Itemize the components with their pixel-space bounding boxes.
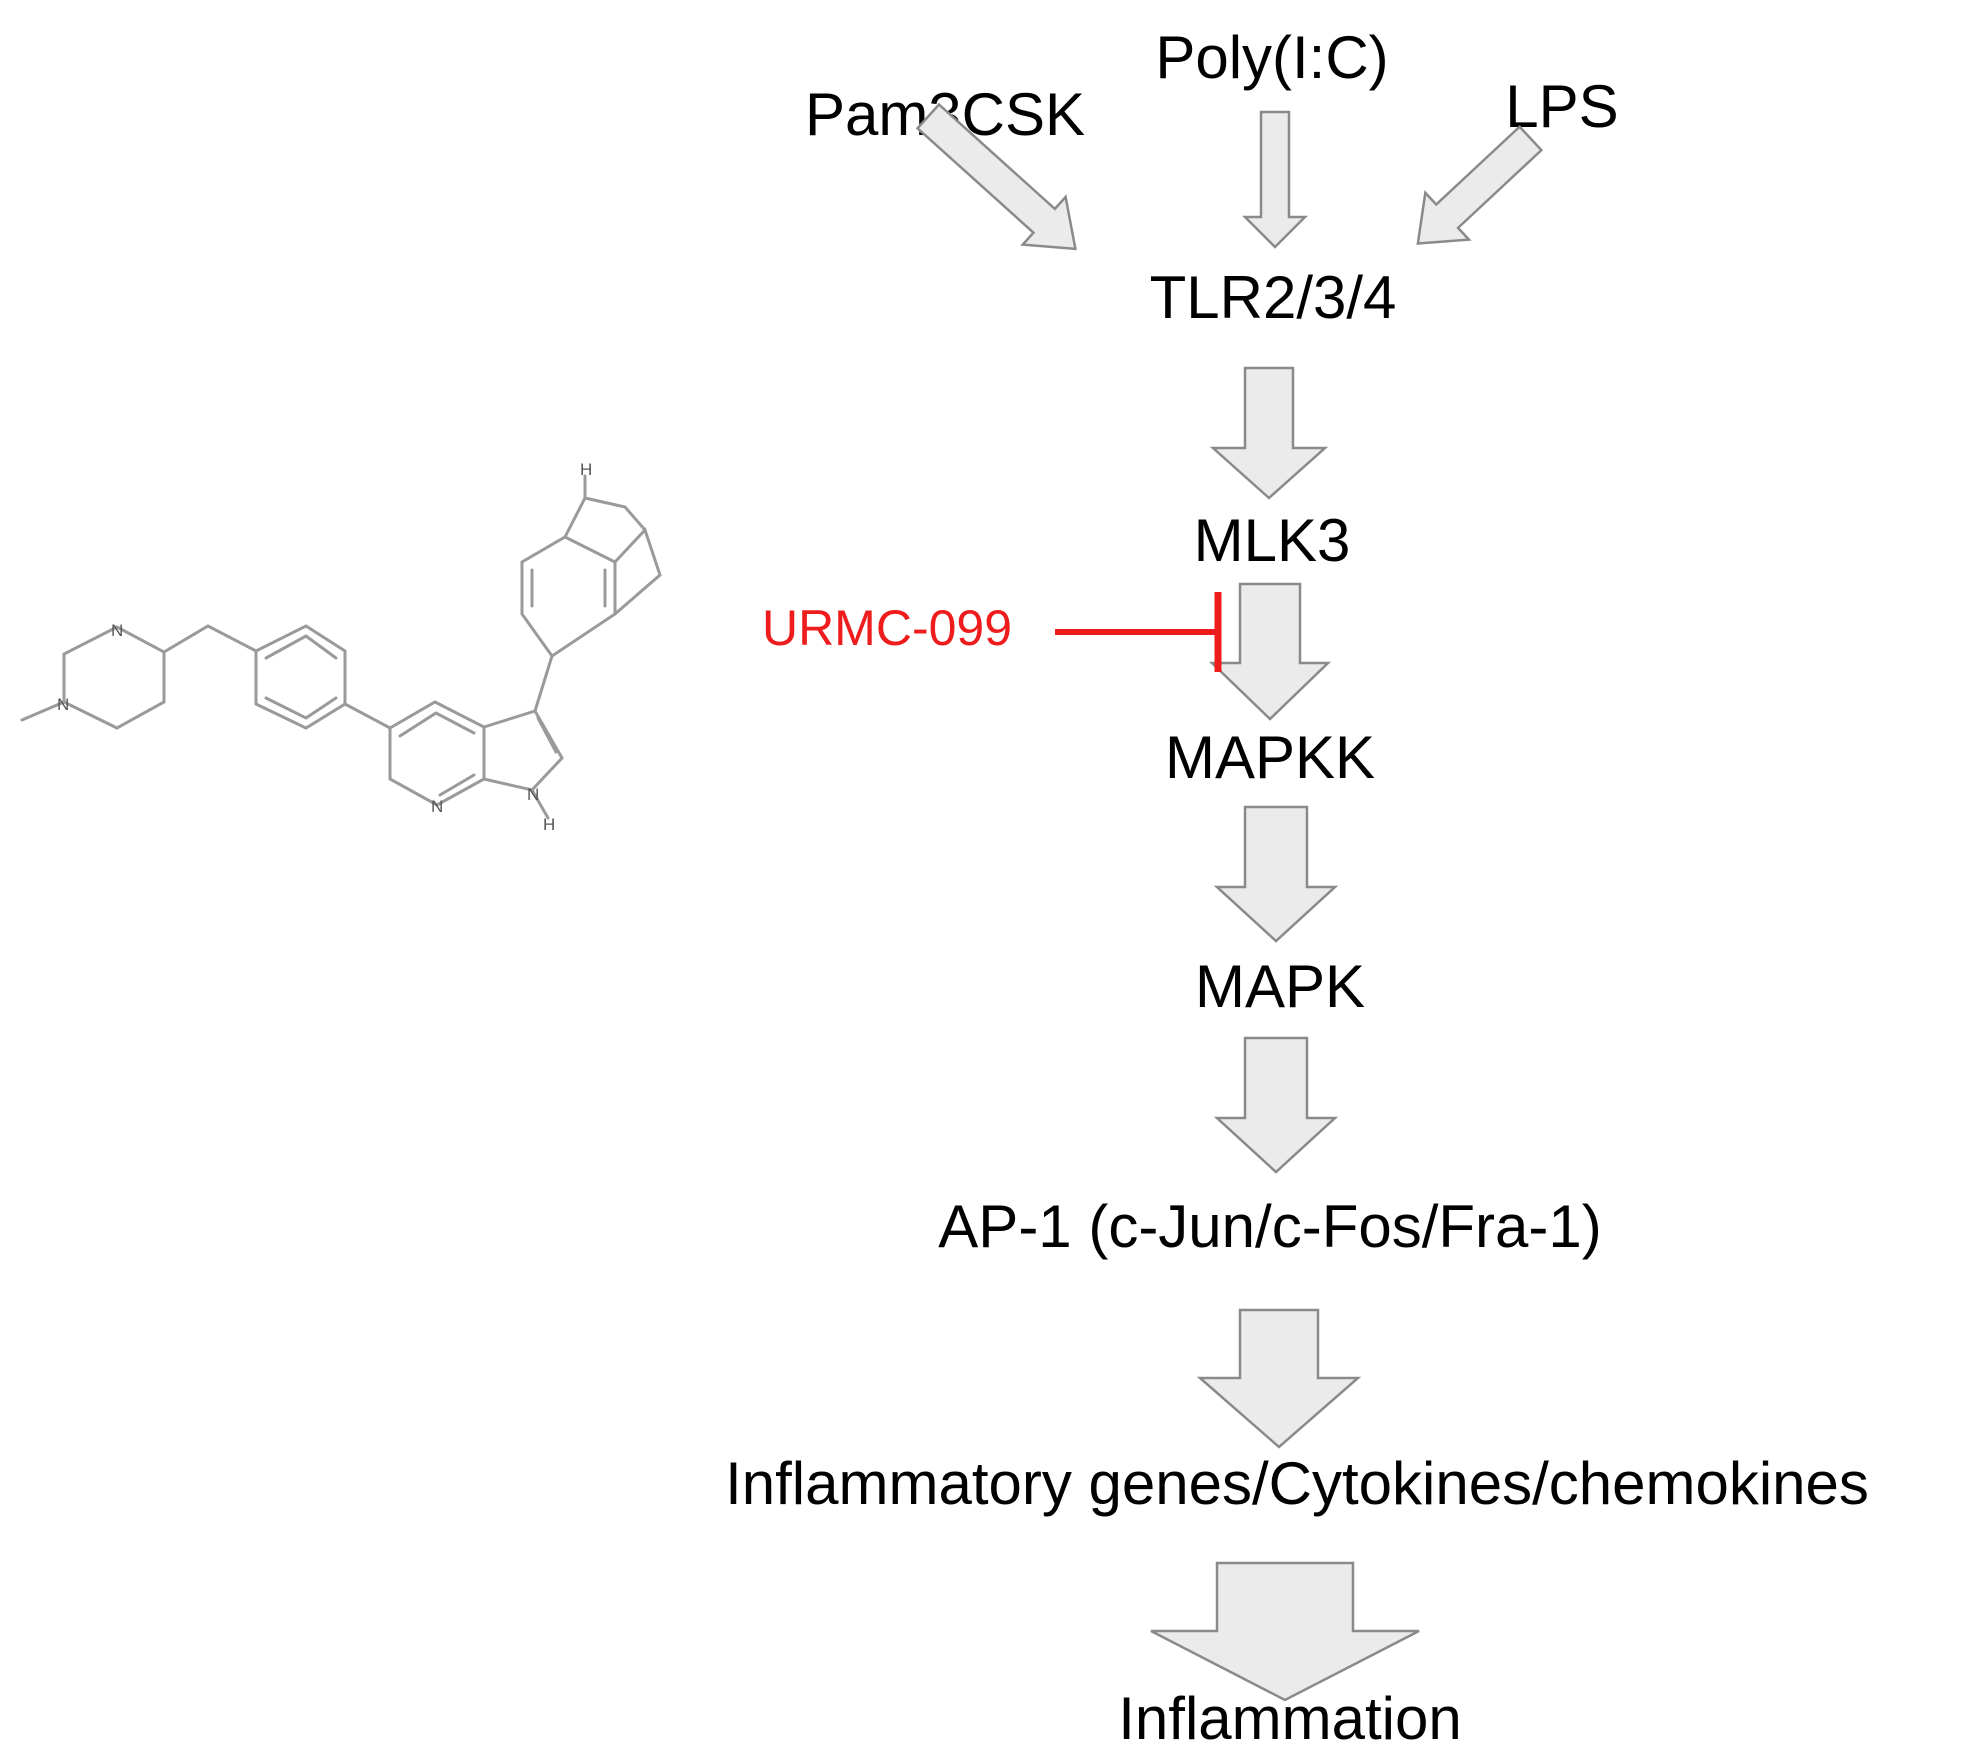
label-tlr: TLR2/3/4 — [1150, 264, 1397, 331]
inhibition-bar-icon — [1055, 592, 1222, 672]
atom-label: N — [431, 797, 443, 816]
label-poly-ic: Poly(I:C) — [1155, 24, 1388, 91]
label-urmc-099: URMC-099 — [762, 600, 1012, 656]
arrow-ap1-to-genes — [1196, 1308, 1362, 1449]
arrow-genes-to-inflammation — [1150, 1561, 1420, 1702]
label-mapkk: MAPKK — [1165, 724, 1375, 791]
arrow-lps-to-tlr — [1416, 124, 1544, 245]
arrow-mlk3-to-mapkk — [1208, 582, 1332, 721]
atom-label: H — [543, 815, 555, 834]
arrow-mapkk-to-mapk — [1213, 805, 1339, 943]
arrow-pam3csk-to-tlr — [915, 102, 1077, 251]
arrow-polyic-to-tlr — [1241, 110, 1309, 249]
atom-label: N — [57, 695, 69, 714]
urmc-099-molecule-structure: N N N N H H — [20, 460, 662, 834]
label-mapk: MAPK — [1195, 953, 1365, 1020]
label-inflammation: Inflammation — [1118, 1685, 1461, 1752]
label-lps: LPS — [1505, 73, 1618, 140]
label-inflammatory-genes: Inflammatory genes/Cytokines/chemokines — [725, 1450, 1869, 1517]
arrow-mapk-to-ap1 — [1213, 1036, 1339, 1174]
atom-label: N — [527, 785, 539, 804]
arrow-tlr-to-mlk3 — [1209, 366, 1329, 500]
label-mlk3: MLK3 — [1194, 507, 1351, 574]
atom-label: N — [111, 621, 123, 640]
atom-label: H — [580, 460, 592, 479]
label-ap1: AP-1 (c-Jun/c-Fos/Fra-1) — [938, 1193, 1601, 1260]
